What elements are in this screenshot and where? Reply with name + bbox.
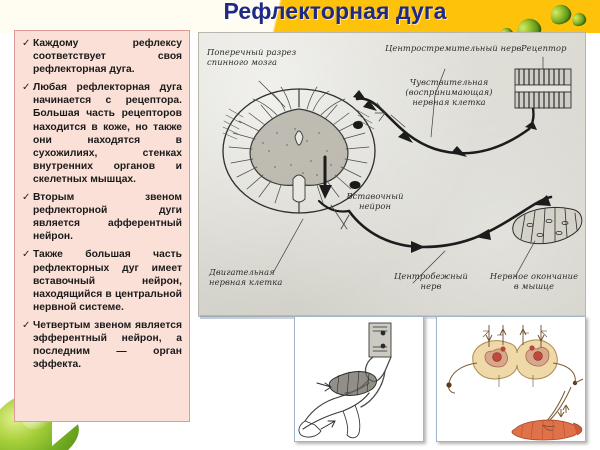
reflex-arc-drawing [222,56,583,284]
bullet-text-panel: ✓ Каждому рефлексу соответствует своя ре… [14,30,190,422]
page-title: Рефлекторная дуга [223,0,447,24]
label-nerve-ending: Нервное окончание в мышце [489,271,579,291]
label-spinal-cross-section: Поперечный разрез спинного мозга [207,47,297,67]
check-icon: ✓ [22,249,31,261]
check-icon: ✓ [22,38,31,49]
label-sensory-cell: Чувствительная (воспринимающая) нервная … [405,77,493,107]
label-centripetal-nerve: Центростремительный нерв [385,43,522,53]
bullet-list: ✓ Каждому рефлексу соответствует своя ре… [20,37,182,371]
spinal-cord-reflex-arc-diagram [436,316,586,442]
list-item-text: Четвертым звеном является эфферентный не… [33,319,182,371]
label-centrifugal-nerve: Центробежный нерв [394,271,468,291]
list-item: ✓ Также большая часть рефлекторных дуг и… [20,248,182,313]
check-icon: ✓ [22,319,31,331]
list-item: ✓ Четвертым звеном является эфферентный … [20,319,182,371]
list-item-text: Вторым звеном рефлекторной дуги является… [33,192,182,243]
check-icon: ✓ [22,82,31,94]
label-receptor: Рецептор [521,43,567,53]
list-item-text: Любая рефлекторная дуга начинается с рец… [33,82,182,185]
label-motor-cell: Двигательная нервная клетка [209,267,283,287]
knee-jerk-reflex-photo [294,316,424,442]
list-item: ✓ Каждому рефлексу соответствует своя ре… [20,37,182,76]
list-item: ✓ Любая рефлекторная дуга начинается с р… [20,81,182,186]
title-band [0,0,600,33]
list-item-text: Каждому рефлексу соответствует своя рефл… [33,38,182,76]
band-white-wedge [0,0,600,33]
reflex-arc-diagram: Поперечный разрез спинного мозга Центрос… [198,32,586,317]
check-icon: ✓ [22,192,31,204]
list-item-text: Также большая часть рефлекторных дуг име… [33,249,182,313]
label-interneuron: Вставочный нейрон [346,191,404,211]
list-item: ✓ Вторым звеном рефлекторной дуги являет… [20,191,182,243]
